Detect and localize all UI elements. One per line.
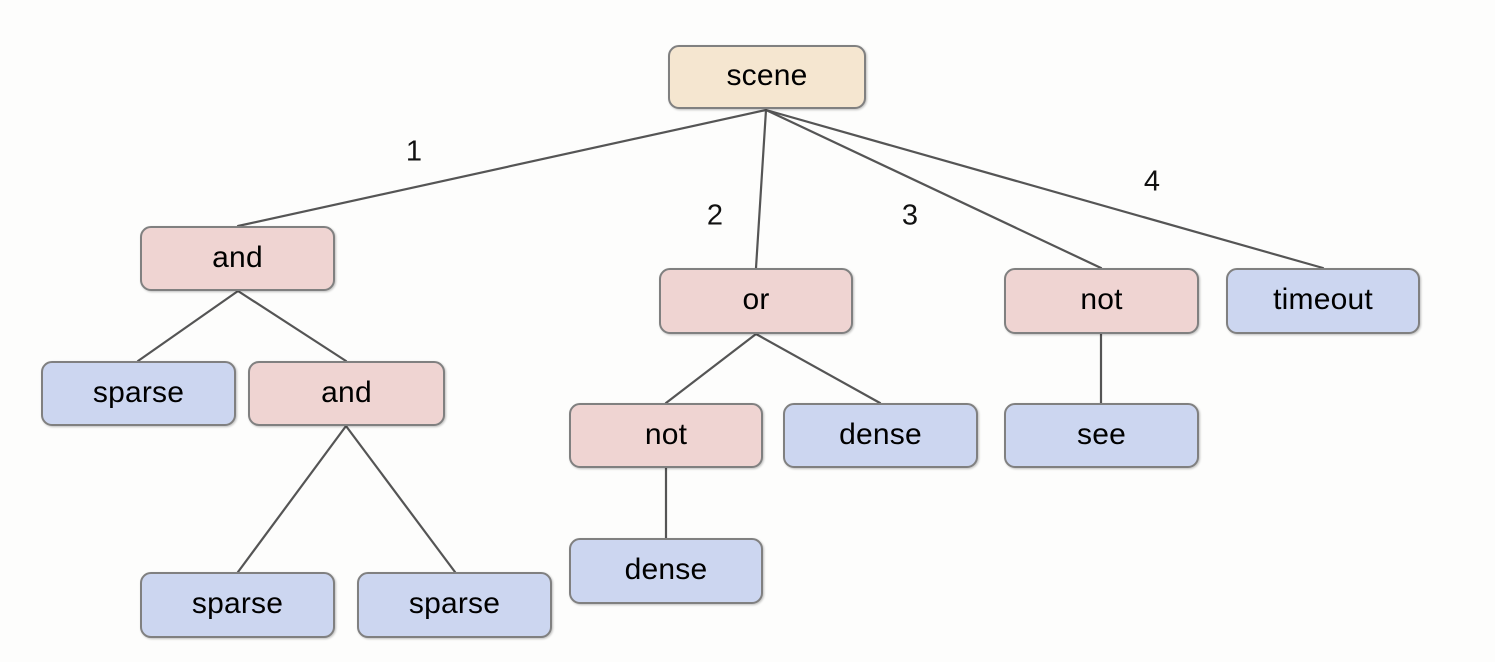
tree-edge: [754, 108, 768, 270]
tree-node-dense1[interactable]: dense: [783, 403, 978, 468]
tree-node-sparse2[interactable]: sparse: [140, 572, 335, 638]
tree-edge: [664, 332, 758, 405]
tree-edge: [236, 108, 768, 228]
tree-node-label: sparse: [92, 375, 185, 409]
tree-node-label: not: [1080, 283, 1123, 316]
tree-node-label: or: [742, 283, 770, 316]
tree-node-and1[interactable]: and: [140, 226, 335, 291]
tree-node-label: see: [1077, 417, 1126, 451]
tree-node-label: sparse: [408, 587, 501, 620]
tree-edge: [764, 108, 1325, 270]
edge-label-1: 1: [405, 135, 423, 168]
tree-node-or1[interactable]: or: [659, 268, 853, 334]
tree-node-label: and: [321, 375, 372, 409]
edge-label-4: 4: [1143, 165, 1161, 198]
tree-node-label: dense: [839, 417, 922, 451]
edge-label-2: 2: [706, 199, 724, 232]
tree-node-label: not: [644, 417, 688, 451]
tree-edge: [236, 424, 348, 574]
tree-node-and2[interactable]: and: [248, 361, 445, 426]
tree-edge: [764, 108, 1103, 270]
tree-edge: [754, 332, 882, 405]
tree-node-sparse1[interactable]: sparse: [41, 361, 236, 426]
tree-node-dense2[interactable]: dense: [569, 538, 763, 604]
tree-node-not1[interactable]: not: [1004, 268, 1199, 334]
tree-node-label: timeout: [1273, 283, 1373, 316]
tree-edge: [236, 289, 348, 363]
tree-node-sparse3[interactable]: sparse: [357, 572, 552, 638]
tree-node-label: sparse: [191, 587, 284, 620]
tree-edge: [136, 289, 240, 363]
tree-node-label: and: [212, 240, 263, 274]
tree-node-scene[interactable]: scene: [668, 45, 866, 109]
tree-node-see1[interactable]: see: [1004, 403, 1199, 468]
tree-node-timeout1[interactable]: timeout: [1226, 268, 1420, 334]
tree-node-label: dense: [624, 553, 708, 586]
tree-node-not2[interactable]: not: [569, 403, 763, 468]
tree-node-label: scene: [726, 59, 808, 92]
edge-label-3: 3: [901, 199, 919, 232]
tree-edge: [344, 424, 457, 574]
